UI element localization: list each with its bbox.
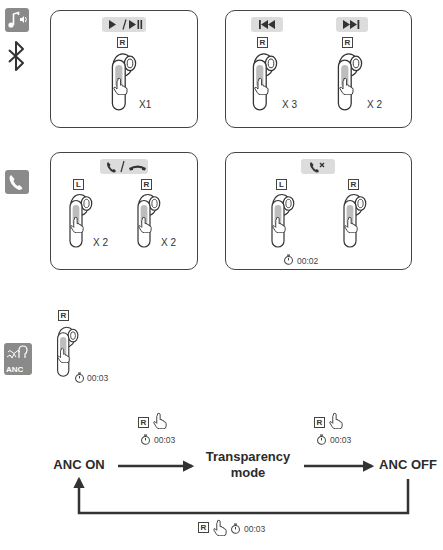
mode-name: Transparency mode (196, 449, 300, 481)
phone-icon (5, 170, 29, 194)
anc-icon (4, 343, 32, 375)
music-icon (5, 8, 29, 32)
mode-state: ANC ON (44, 457, 114, 475)
tap-count: X 2 (367, 99, 382, 111)
reject-call-icon (301, 159, 335, 174)
press-hand-icon (154, 413, 342, 535)
side-badge: L (73, 179, 84, 190)
tap-count: X 2 (93, 237, 108, 249)
side-badge: R (314, 417, 325, 428)
side-badge: R (141, 179, 152, 190)
side-badge: R (117, 37, 128, 48)
hold-time: 00:03 (154, 435, 175, 445)
mode-name: ANC OFF (376, 457, 440, 473)
side-badge: R (342, 37, 353, 48)
tap-count: X 3 (282, 99, 297, 111)
mode-state: ANC OFF (376, 457, 440, 475)
side-badge: R (257, 37, 268, 48)
icon-text: ANC (6, 365, 23, 374)
timer-icon (76, 254, 326, 533)
hold-time: 00:03 (244, 524, 265, 534)
mode-state: Transparency mode (196, 449, 300, 483)
earbud-tap (58, 54, 366, 376)
hold-time: 00:03 (87, 373, 108, 383)
hold-time: 00:03 (330, 435, 351, 445)
side-badge: L (276, 179, 287, 190)
next-track-icon (336, 17, 368, 32)
control-panel: R X1 (50, 10, 198, 128)
flow-arrow (79, 479, 408, 513)
mode-name: ANC ON (44, 457, 114, 473)
flow-arrow (118, 465, 192, 468)
previous-track-icon (251, 17, 283, 32)
hold-time: 00:02 (297, 256, 318, 266)
answer-end-call-icon (100, 159, 148, 174)
tap-count: X 2 (161, 237, 176, 249)
tap-count: X1 (139, 99, 151, 111)
side-badge: R (348, 179, 359, 190)
side-badge: R (138, 417, 149, 428)
bluetooth-symbol (9, 42, 23, 70)
side-badge: R (198, 522, 209, 533)
control-panel: L R 00:02 (225, 152, 412, 270)
side-badge: R (58, 310, 69, 321)
control-panel: L R X 2 X 2 (50, 152, 198, 270)
control-panel: R R X 3 X 2 (225, 10, 412, 128)
play-pause-icon (102, 17, 146, 32)
flow-arrow (304, 465, 372, 468)
